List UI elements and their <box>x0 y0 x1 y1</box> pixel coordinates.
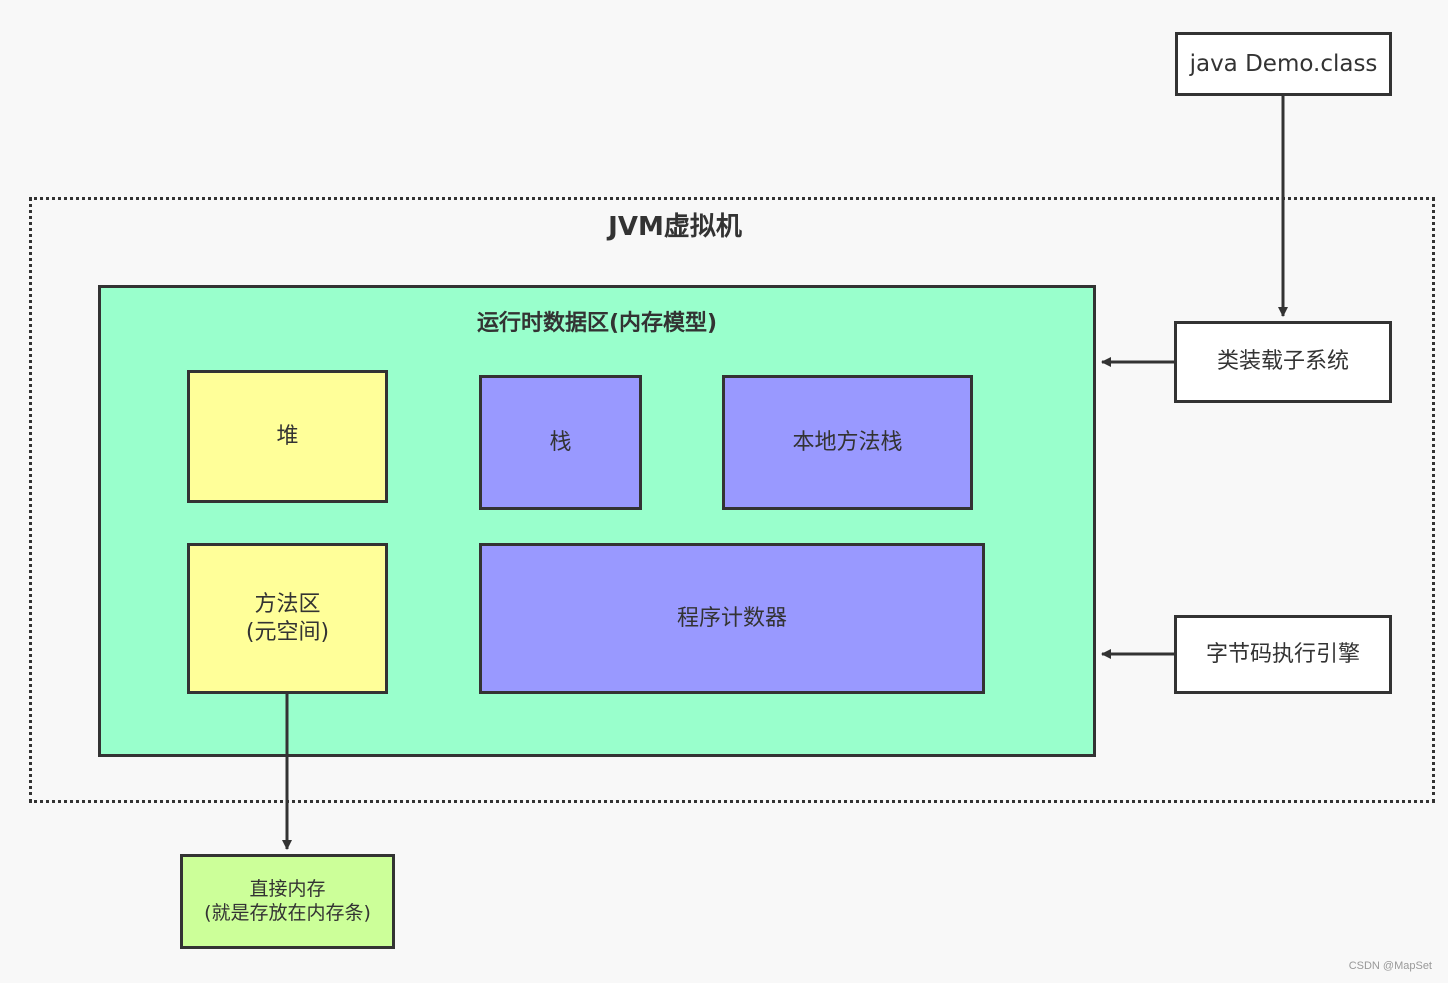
runtime-data-area-title: 运行时数据区(内存模型) <box>476 311 718 336</box>
native-method-stack-box: 本地方法栈 <box>722 375 973 510</box>
heap-label: 堆 <box>276 423 299 449</box>
heap-box: 堆 <box>187 370 388 503</box>
method-area-box: 方法区 (元空间) <box>187 543 388 694</box>
class-loader-label: 类装载子系统 <box>1216 349 1349 375</box>
direct-memory-box: 直接内存 (就是存放在内存条) <box>180 854 395 949</box>
watermark: CSDN @MapSet <box>1348 960 1432 972</box>
program-counter-box: 程序计数器 <box>479 543 985 694</box>
direct-memory-label: 直接内存 (就是存放在内存条) <box>204 877 371 924</box>
class-loader-box: 类装载子系统 <box>1174 321 1392 403</box>
execution-engine-box: 字节码执行引擎 <box>1174 615 1392 694</box>
class-file-box: java Demo.class <box>1175 32 1392 96</box>
execution-engine-label: 字节码执行引擎 <box>1205 641 1360 667</box>
class-file-label: java Demo.class <box>1189 50 1378 77</box>
stack-label: 栈 <box>549 429 572 455</box>
native-method-stack-label: 本地方法栈 <box>792 429 903 455</box>
program-counter-label: 程序计数器 <box>676 605 787 631</box>
method-area-label: 方法区 (元空间) <box>245 592 330 645</box>
stack-box: 栈 <box>479 375 642 510</box>
jvm-container <box>29 197 1435 803</box>
jvm-title: JVM虚拟机 <box>608 212 742 242</box>
